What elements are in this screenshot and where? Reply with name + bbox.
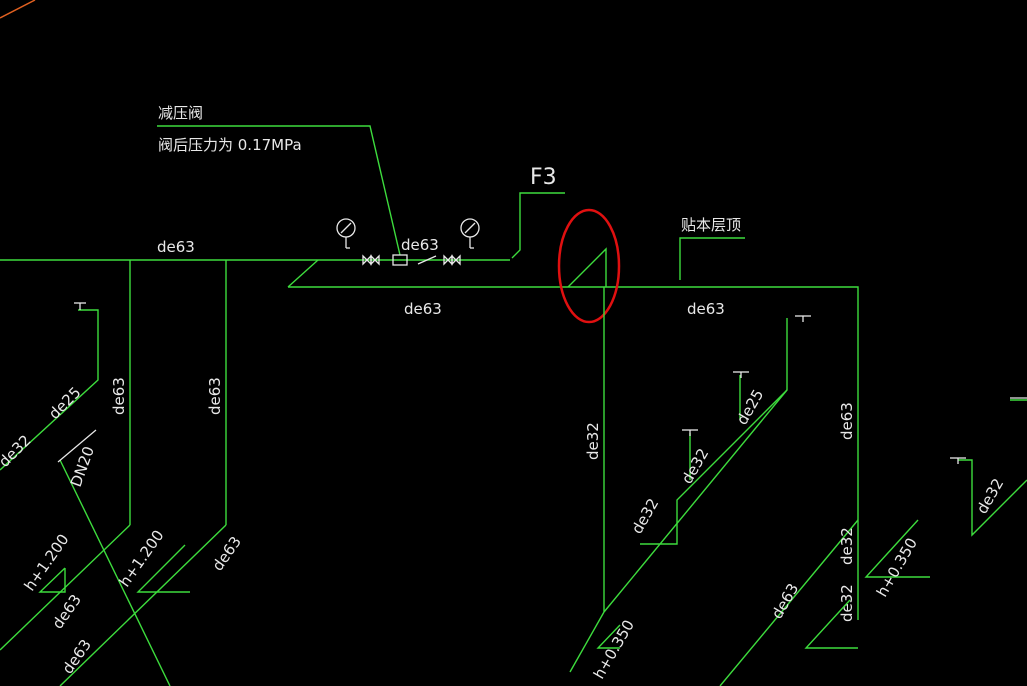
branch-right-step (640, 318, 788, 545)
faucet-icon-4 (795, 315, 811, 322)
label-de63-v2: de63 (206, 377, 224, 415)
label-de63-lower: de63 (404, 300, 442, 318)
pipe-diag-l2 (59, 524, 227, 686)
elev-marker-center (596, 624, 621, 649)
faucet-icon-2 (682, 429, 698, 436)
faucet-icon (74, 302, 86, 310)
label-de63-diag1: de63 (209, 533, 245, 574)
label-de32-far: de32 (973, 475, 1008, 517)
label-de63-rdiag: de63 (768, 580, 803, 622)
elev-marker-l2 (136, 544, 190, 593)
label-de25-right: de25 (733, 386, 768, 428)
dn20-valve (57, 429, 97, 463)
label-de63-v1: de63 (110, 377, 128, 415)
prv-title: 减压阀 (158, 104, 203, 122)
faucet-icon-5 (950, 457, 966, 464)
highlight-circle (557, 208, 621, 324)
gate-valve-1 (362, 254, 380, 266)
elev-marker-l1 (38, 567, 66, 593)
elev-marker-r1 (864, 519, 930, 578)
orange-line (0, 0, 36, 19)
ceiling-note: 贴本层顶 (681, 216, 741, 234)
gate-valve-2 (443, 254, 461, 266)
label-de63-right: de63 (687, 300, 725, 318)
label-de32-center: de32 (584, 422, 602, 460)
elev-left2: h+1.200 (116, 527, 168, 591)
elev-marker-r2 (804, 599, 858, 649)
pressure-gauge-1 (336, 218, 356, 249)
ceiling-leader (679, 237, 745, 280)
f3-leader (511, 192, 565, 259)
branch-left (0, 309, 99, 471)
pipe-lower (288, 286, 859, 620)
floor-label: F3 (530, 165, 557, 190)
label-de63-mid: de63 (401, 236, 439, 254)
label-de25-left: de25 (45, 383, 84, 422)
label-de63-v3: de63 (838, 402, 856, 440)
faucet-icon-3 (733, 371, 749, 378)
pipe-diag-right (603, 389, 788, 613)
elev-center: h+0.350 (590, 617, 638, 682)
prv-pressure: 阀后压力为 0.17MPa (158, 136, 302, 154)
pipe-diag-rlow (719, 519, 859, 686)
label-de32-b: de32 (628, 495, 663, 537)
label-de32-left: de32 (0, 431, 35, 470)
branch-far-right (958, 459, 1027, 537)
pressure-gauge-2 (460, 218, 480, 249)
pipe-dn20 (59, 459, 171, 686)
riser-symbol (567, 247, 607, 288)
label-de32-a: de32 (678, 445, 713, 487)
pipe-center-drop (569, 611, 605, 673)
elev-right: h+0.350 (873, 535, 921, 600)
check-valve (417, 255, 437, 265)
prv-valve (392, 254, 408, 266)
label-de32-rv1: de32 (838, 527, 856, 565)
label-de63-top: de63 (157, 238, 195, 256)
prv-leader (157, 125, 401, 256)
pipe-diag-connector (287, 259, 319, 288)
